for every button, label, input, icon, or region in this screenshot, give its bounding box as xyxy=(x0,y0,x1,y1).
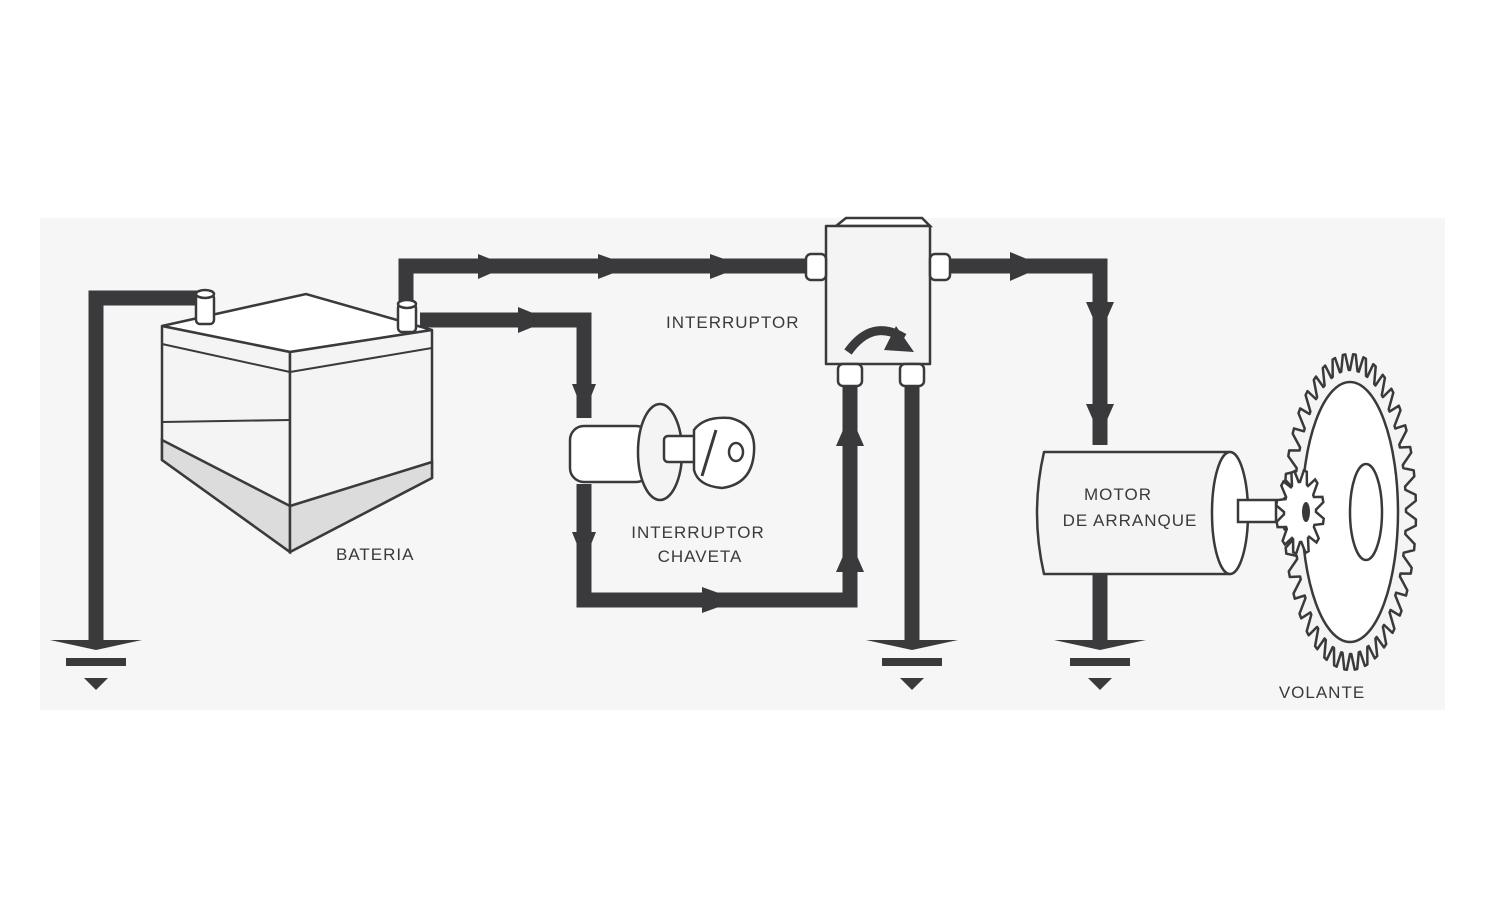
arrow-right-icon xyxy=(478,254,508,279)
arrow-right-icon xyxy=(598,254,632,279)
battery-ground-wire xyxy=(88,290,200,640)
arrow-right-icon xyxy=(702,587,738,613)
motor-label-line2: DE ARRANQUE xyxy=(1063,511,1198,530)
solenoid-body xyxy=(824,224,932,366)
arrow-right-icon xyxy=(1010,252,1044,281)
flywheel-hub xyxy=(1348,462,1384,562)
solenoid-to-motor-wire xyxy=(944,258,1108,445)
key-bow xyxy=(692,416,756,490)
solenoid-lug-right xyxy=(928,252,952,282)
ground-icon xyxy=(50,640,142,690)
battery-icon xyxy=(160,288,434,555)
battery-base-side xyxy=(288,460,434,555)
pinion-gear xyxy=(1274,468,1326,556)
battery-to-solenoid-wire xyxy=(398,258,812,304)
flywheel-label: VOLANTE xyxy=(1279,683,1365,702)
solenoid-lug-bottom-right xyxy=(898,362,926,388)
arrow-right-icon xyxy=(518,307,550,333)
arrow-down-icon xyxy=(572,532,596,562)
solenoid-switch-icon xyxy=(804,216,952,388)
flywheel-gear-icon xyxy=(1274,352,1418,672)
arrow-down-icon xyxy=(572,384,596,414)
key-switch-label-line1: INTERRUPTOR xyxy=(631,523,764,542)
arrow-down-icon xyxy=(1086,404,1114,436)
solenoid-label: INTERRUPTOR xyxy=(666,313,799,332)
arrow-up-icon xyxy=(836,414,864,446)
ignition-key-icon xyxy=(568,402,756,502)
ground-icon xyxy=(1054,640,1146,690)
ground-icon xyxy=(866,640,958,690)
solenoid-lug-left xyxy=(804,252,828,282)
curved-arrow-icon xyxy=(884,326,914,352)
arrow-right-icon xyxy=(710,254,744,279)
motor-body xyxy=(1035,450,1232,576)
key-switch-label-line2: CHAVETA xyxy=(658,547,743,566)
solenoid-lug-bottom-left xyxy=(836,362,864,388)
arrow-down-icon xyxy=(1086,302,1114,334)
motor-shaft xyxy=(1236,498,1278,524)
arrow-up-icon xyxy=(836,540,864,572)
battery-label: BATERIA xyxy=(336,545,414,564)
starter-motor-icon xyxy=(1035,450,1278,576)
motor-label-line1: MOTOR xyxy=(1084,485,1152,504)
